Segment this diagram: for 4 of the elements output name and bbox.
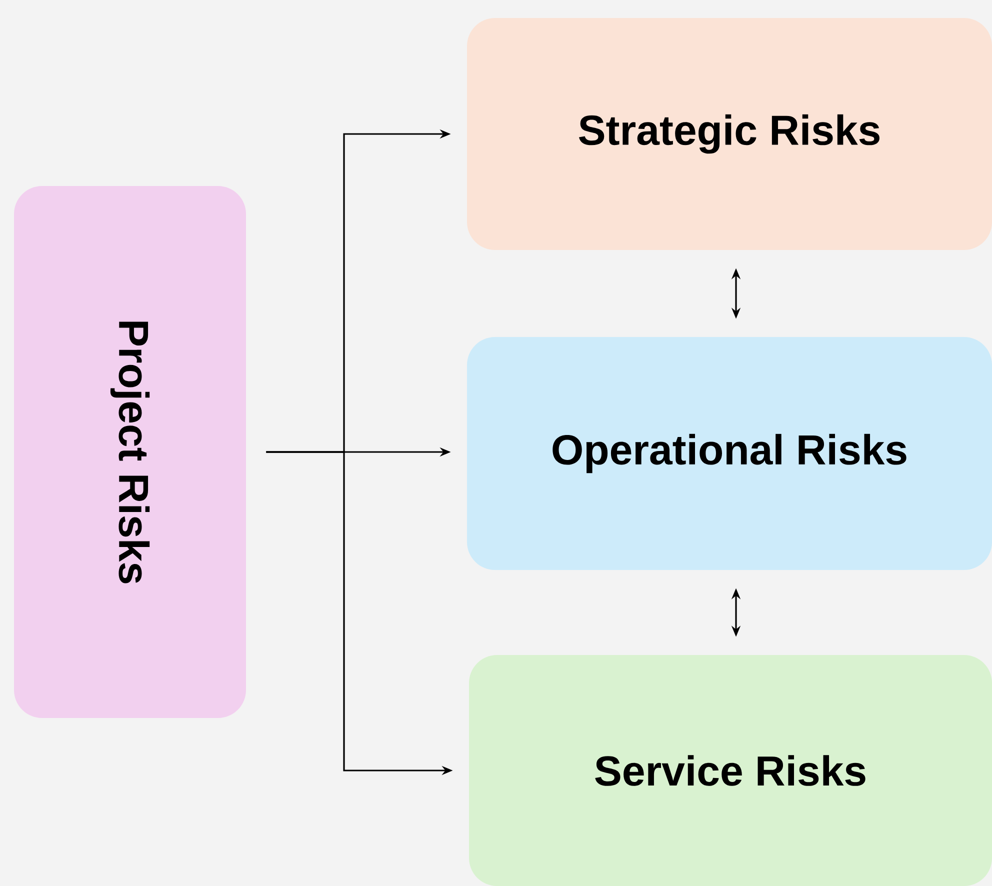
risk-box: Project Risks bbox=[14, 186, 246, 718]
risk-box: Service Risks bbox=[469, 655, 992, 886]
risk-box: Operational Risks bbox=[467, 337, 992, 570]
risk-box: Strategic Risks bbox=[467, 18, 992, 250]
